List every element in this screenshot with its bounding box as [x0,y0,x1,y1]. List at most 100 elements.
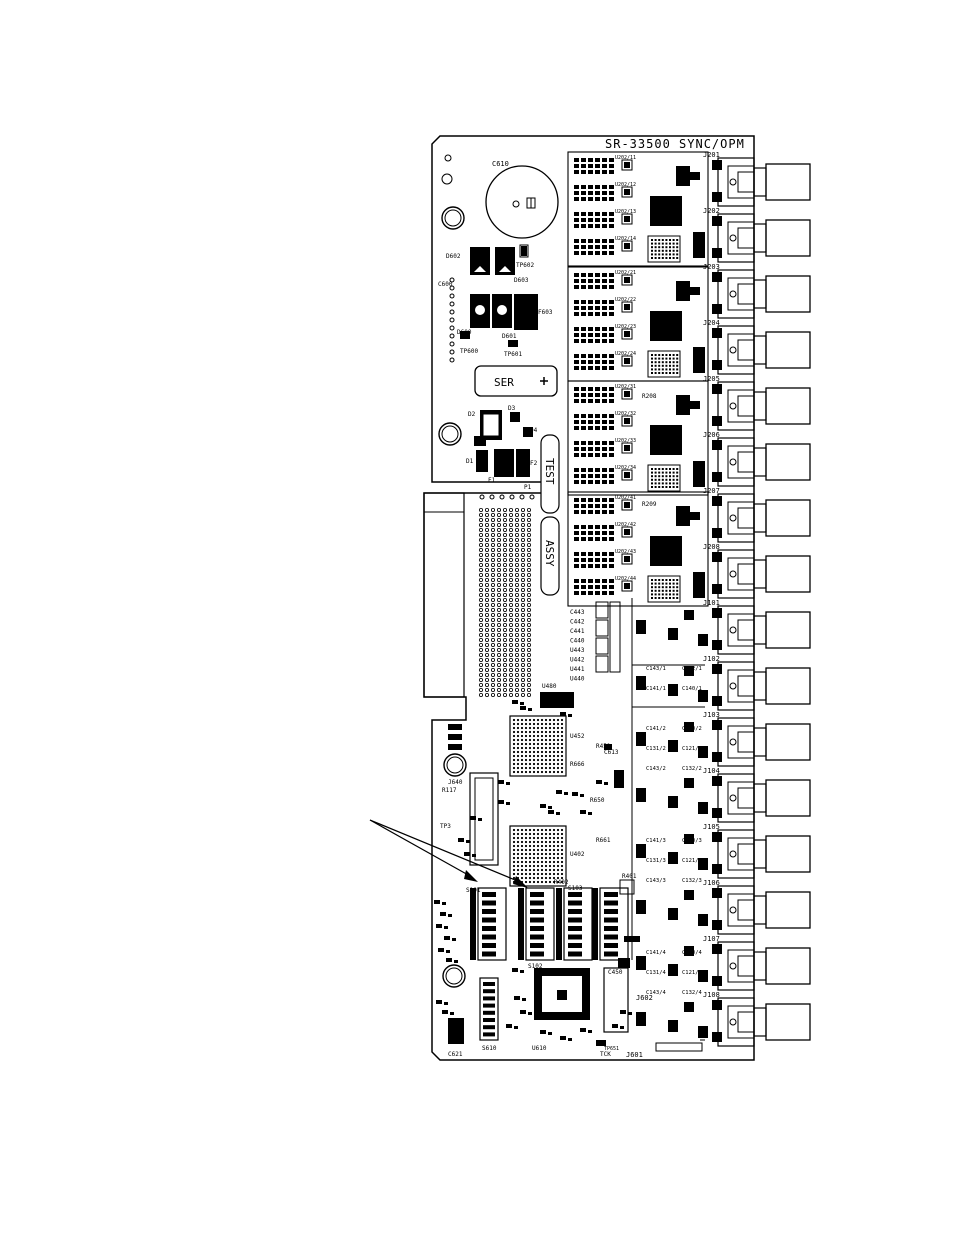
channel-label: U202/21 [615,270,636,276]
label-c450: C450 [608,969,623,976]
ser-button-label: SER [494,376,514,389]
ser-button[interactable] [474,365,558,397]
board-edge-connector [423,492,465,698]
label-tck: TCK [600,1051,611,1058]
bnc-label: J202 [703,207,720,215]
bnc-label: J206 [703,431,720,439]
bnc-label: J204 [703,319,720,327]
chip-u402 [509,825,567,887]
cap-label: C140/3 [682,838,702,844]
channel-label: U202/23 [615,324,636,330]
bnc-connectors: J201J202J203J204J205J206J207J208J101J102… [703,151,811,1047]
label-tp602: TP602 [516,262,534,269]
label-u480: U480 [542,683,557,690]
test-button[interactable] [540,434,560,514]
cap-label: C132/3 [682,878,702,884]
cap-label: C140/4 [682,950,703,956]
channel-label: U202/33 [615,438,636,444]
label-c610: C610 [492,160,509,168]
label-j640: J640 [448,779,463,786]
connector-j601 [655,1042,703,1052]
pad-blocks [595,601,621,673]
label-r661: R661 [596,837,611,844]
label-f603: F603 [538,309,553,316]
label-r401: R401 [622,873,637,880]
cap-label: C141/1 [646,686,666,692]
chip-u452 [509,715,567,777]
channel-label: U202/11 [615,155,636,161]
ser-arrow-icon [540,377,548,385]
cap-label: C141/2 [646,726,666,732]
connector-j602 [603,967,629,1033]
label-f2: F2 [530,460,538,467]
label-r666: R666 [570,761,585,768]
bnc-label: J201 [703,151,720,159]
lower-dense-parts [434,610,708,1041]
label-d4: D4 [530,427,538,434]
cap-label: C143/2 [646,766,666,772]
cap-label: C141/3 [646,838,666,844]
channel-label: U202/34 [615,465,636,471]
label-u610: U610 [532,1045,547,1052]
pad-label: U442 [570,657,585,664]
bnc-label: J101 [703,599,720,607]
battery-c610 [485,165,559,239]
bnc-label: J106 [703,879,720,887]
label-c621: C621 [448,1051,463,1058]
chip-u480 [540,692,574,708]
label-u402: U402 [570,851,585,858]
channel-label: U202/32 [615,411,636,417]
pad-label: C440 [570,638,585,645]
label-tp3: TP3 [440,823,451,830]
label-r209: R209 [642,501,657,508]
pad-label: C443 [570,609,585,616]
cap-label: C140/2 [682,726,702,732]
cap-label: C131/2 [646,746,666,752]
switch-s610 [479,977,499,1041]
cap-label: C143/4 [646,990,667,996]
cap-label: C140/1 [682,686,702,692]
label-r402: R402 [554,879,569,886]
cap-label: C143/3 [646,878,666,884]
channel-label: U202/14 [615,236,636,242]
bnc-label: J104 [703,767,720,775]
pin-header-grid [478,507,532,698]
label-u452: U452 [570,733,585,740]
label-p1: P1 [524,484,532,491]
channel-label: U202/41 [615,495,636,501]
cap-label: C141/4 [646,950,667,956]
cap-label: C132/1 [682,666,702,672]
test-button-label: TEST [543,458,556,485]
board-outline [423,135,755,1061]
channel-label: U202/44 [615,576,636,582]
label-d3: D3 [508,405,516,412]
label-r117: R117 [442,787,457,794]
channel-label: U202/12 [615,182,636,188]
label-c600: C600 [438,281,453,288]
label-f1: F1 [488,477,496,484]
bnc-label: J208 [703,543,720,551]
header-top-holes [479,494,535,500]
label-j602: J602 [636,994,653,1002]
assy-button-label: ASSY [543,540,556,567]
cap-label: C132/2 [682,766,702,772]
label-d600: D600 [457,329,472,336]
bnc-label: J108 [703,991,720,999]
channel-sections: U202/11U202/12U202/13U202/14U202/21U202/… [567,151,709,607]
label-s610: S610 [482,1045,497,1052]
label-d1: D1 [466,458,474,465]
bnc-label: J207 [703,487,720,495]
label-d602: D602 [446,253,461,260]
cap-label: C121/4 [682,970,703,976]
channel-label: U202/13 [615,209,636,215]
bnc-label: J102 [703,655,720,663]
pad-label: U441 [570,666,585,673]
assy-button[interactable] [540,516,560,596]
channel-label: U202/24 [615,351,636,357]
label-r208: R208 [642,393,657,400]
bnc-label: J107 [703,935,720,943]
channel-label: U202/22 [615,297,636,303]
pad-label: C441 [570,628,585,635]
bnc-label: J205 [703,375,720,383]
